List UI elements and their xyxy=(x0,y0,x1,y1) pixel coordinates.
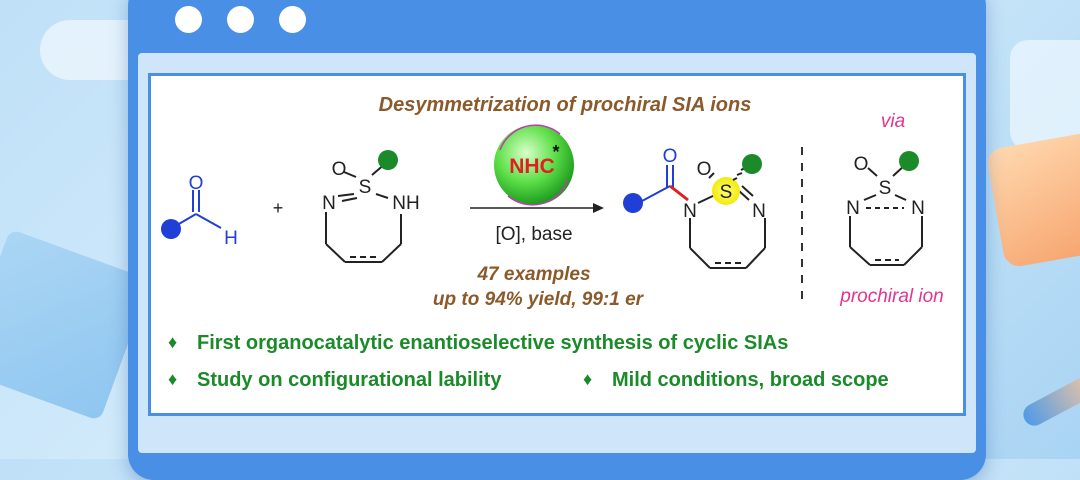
product-nitrogen-left: N xyxy=(683,201,697,222)
product-carbonyl-oxygen: O xyxy=(663,146,678,167)
highlight-line-1: First organocatalytic enantioselective s… xyxy=(197,332,788,354)
bullet-1: ♦ xyxy=(168,332,177,352)
nhc-star: * xyxy=(552,142,559,162)
substrate-nitrogen: N xyxy=(322,193,336,214)
scheme-panel xyxy=(148,73,966,416)
nhc-catalyst-sphere xyxy=(494,125,574,205)
product-green-dot xyxy=(742,154,762,174)
ion-nitrogen-left: N xyxy=(846,198,860,219)
catalytic-cycle-arc-lower xyxy=(507,179,569,206)
product-sulfur: S xyxy=(720,182,733,203)
window-dot-3 xyxy=(279,6,306,33)
sulfur-stereocenter-highlight xyxy=(712,177,740,205)
highlight-line-2a: Study on configurational lability xyxy=(197,369,502,391)
ion-sulfur: S xyxy=(879,178,892,199)
r-group-blue-dot xyxy=(161,219,181,239)
prochiral-ion xyxy=(849,164,923,266)
prochiral-ion-caption: prochiral ion xyxy=(839,286,944,307)
reaction-arrow xyxy=(470,203,604,213)
scope-examples: 47 examples xyxy=(476,264,590,285)
aldehyde-molecule xyxy=(171,190,222,229)
aldehyde-oxygen: O xyxy=(189,173,204,194)
substrate-sulfur: S xyxy=(359,177,372,198)
via-label: via xyxy=(881,111,905,132)
reaction-conditions: [O], base xyxy=(495,224,572,245)
product-blue-dot xyxy=(623,193,643,213)
window-dot-1 xyxy=(175,6,202,33)
block-decoration xyxy=(1010,40,1080,150)
plus-sign: + xyxy=(273,198,284,218)
r-group-green-dot xyxy=(378,150,398,170)
ion-nitrogen-right: N xyxy=(911,198,925,219)
substrate-nh: NH xyxy=(392,193,419,214)
aldehyde-hydrogen: H xyxy=(224,228,238,249)
bullet-3: ♦ xyxy=(583,369,592,389)
nhc-label: NHC xyxy=(509,155,555,178)
window-dot-2 xyxy=(227,6,254,33)
product-sulfonyl-oxygen: O xyxy=(697,159,712,180)
ion-oxygen: O xyxy=(854,154,869,175)
product-nitrogen-right: N xyxy=(752,201,766,222)
reaction-scheme: Desymmetrization of prochiral SIA ions O… xyxy=(161,94,944,391)
substrate-oxygen: O xyxy=(332,159,347,180)
bullet-2: ♦ xyxy=(168,369,177,389)
highlight-line-2b: Mild conditions, broad scope xyxy=(612,369,889,391)
sia-product xyxy=(641,165,766,269)
catalytic-cycle-arc xyxy=(499,124,561,151)
scope-yield-er: up to 94% yield, 99:1 er xyxy=(433,289,645,310)
ion-green-dot xyxy=(899,151,919,171)
scheme-title: Desymmetrization of prochiral SIA ions xyxy=(379,94,752,116)
